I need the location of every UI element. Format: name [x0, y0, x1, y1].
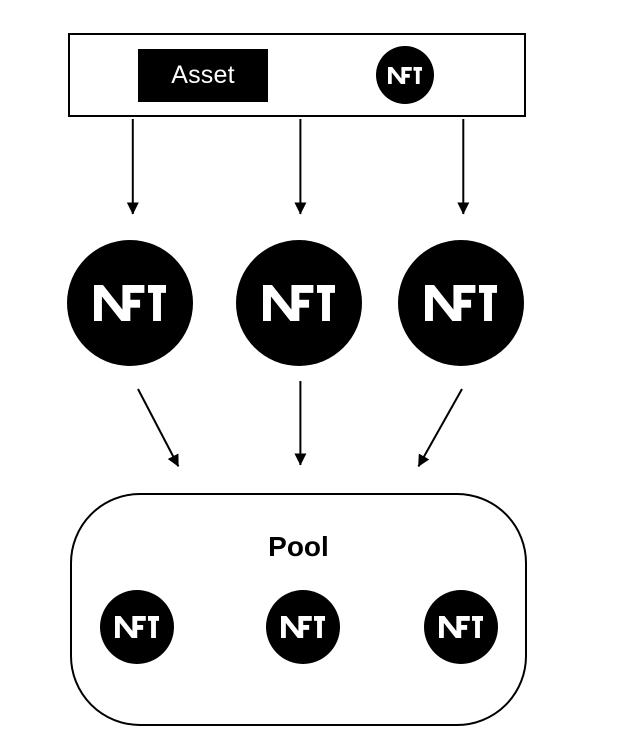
asset-label: Asset — [171, 61, 235, 89]
nft-coin-2 — [236, 240, 362, 366]
nft-coin-minted — [376, 46, 434, 104]
nft-logo-icon — [439, 616, 483, 638]
pool-label: Pool — [268, 531, 329, 562]
nft-logo-icon — [263, 285, 335, 321]
nft-coin-3 — [398, 240, 524, 366]
pool-nft-coin-2 — [266, 590, 340, 664]
arrow-nft-3-to-pool — [417, 388, 463, 467]
nft-coin-1 — [67, 240, 193, 366]
asset-box: Asset — [138, 49, 268, 102]
pool-nft-coin-1 — [100, 590, 174, 664]
nft-logo-icon — [388, 66, 422, 84]
nft-logo-icon — [94, 285, 166, 321]
nft-logo-icon — [425, 285, 497, 321]
mint-row-box — [68, 33, 526, 117]
nft-logo-icon — [281, 616, 325, 638]
pool-nft-coin-3 — [424, 590, 498, 664]
arrow-nft-1-to-pool — [137, 388, 180, 467]
nft-logo-icon — [115, 616, 159, 638]
